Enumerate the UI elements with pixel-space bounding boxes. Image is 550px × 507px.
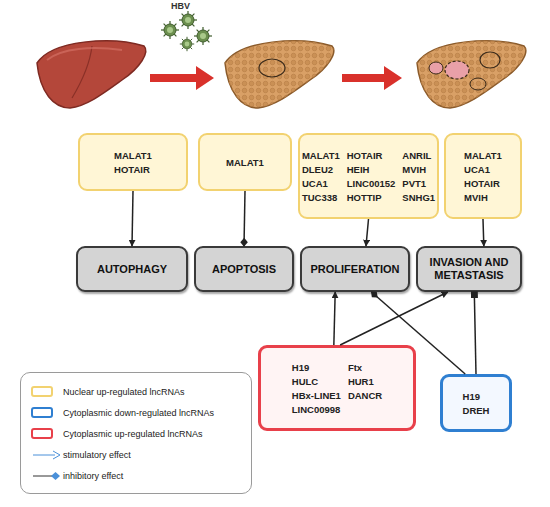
nuclear-lncrna-box: MALAT1 HOTAIR ANRIL DLEU2 HEIH MVIH UCA1 LINC00… <box>298 133 439 219</box>
lncrna-name: MALAT1 <box>464 150 502 161</box>
lncrna-name: HOTAIR <box>347 150 383 161</box>
nuclear-lncrna-box: MALAT1HOTAIR <box>78 133 188 191</box>
lncrna-name: Ftx <box>348 362 362 373</box>
legend-swatch <box>31 386 53 397</box>
lncrna-name: H19 <box>463 391 480 402</box>
stimulatory-sample <box>31 449 61 461</box>
lncrna-name: HOTTIP <box>347 192 382 203</box>
lncrna-list: H19 FtxHULC HUR1HBx-LINE1 DANCR LINC00998 <box>292 362 382 415</box>
process-box: INVASION AND METASTASIS <box>416 246 522 292</box>
nuclear-lncrna-box: MALAT1 <box>198 133 292 191</box>
nuclear-lncrna-box: MALAT1UCA1HOTAIR MVIH <box>444 133 522 219</box>
lncrna-list: MALAT1 HOTAIR ANRIL DLEU2 HEIH MVIH UCA1 LINC00… <box>302 150 435 203</box>
inhibitory-arrow <box>244 191 245 246</box>
legend-row: inhibitory effect <box>31 465 243 486</box>
liver-illustration <box>0 0 550 130</box>
legend-row: Cytoplasmic up-regulated lncRNAs <box>31 423 243 444</box>
lncrna-name: UCA1 <box>464 164 490 175</box>
legend-row: Cytoplasmic down-regulated lncRNAs <box>31 402 243 423</box>
process-box: AUTOPHAGY <box>76 246 188 292</box>
lncrna-list: MALAT1HOTAIR <box>114 150 152 175</box>
stimulatory-arrow <box>340 292 448 345</box>
lncrna-name: HBx-LINE1 <box>292 390 341 401</box>
legend-text: stimulatory effect <box>63 450 131 460</box>
hcc-liver <box>417 41 526 108</box>
inhibitory-sample <box>31 470 61 482</box>
cytoplasmic-up-box: H19 FtxHULC HUR1HBx-LINE1 DANCR LINC00998 <box>258 345 416 431</box>
legend-box: Nuclear up-regulated lncRNAsCytoplasmic … <box>20 372 252 494</box>
legend-text: Cytoplasmic up-regulated lncRNAs <box>63 429 203 439</box>
legend-row: stimulatory effect <box>31 444 243 465</box>
lncrna-name: HEIH <box>347 164 370 175</box>
legend-text: inhibitory effect <box>63 471 123 481</box>
lncrna-name: UCA1 <box>302 178 328 189</box>
legend-text: Cytoplasmic down-regulated lncRNAs <box>63 408 214 418</box>
inhibitory-arrow <box>372 292 466 374</box>
lncrna-name: HOTAIR <box>114 164 150 175</box>
lncrna-name: SNHG1 <box>402 192 435 203</box>
lncrna-name: HOTAIR <box>464 178 500 189</box>
process-label: APOPTOSIS <box>208 263 280 276</box>
process-label: AUTOPHAGY <box>93 263 171 276</box>
lncrna-name: MALAT1 <box>114 150 152 161</box>
lncrna-name: HUR1 <box>348 376 374 387</box>
lncrna-name: DLEU2 <box>302 164 333 175</box>
lncrna-name: LINC00152 <box>347 178 396 189</box>
lncrna-list: H19DREH <box>463 391 490 416</box>
process-box: APOPTOSIS <box>194 246 294 292</box>
lncrna-name: DANCR <box>348 390 382 401</box>
stimulatory-arrow <box>366 219 369 246</box>
lncrna-list: MALAT1 <box>226 157 264 168</box>
lncrna-name: MVIH <box>402 164 426 175</box>
lncrna-name: MALAT1 <box>302 150 340 161</box>
lncrna-name: MALAT1 <box>226 157 264 168</box>
legend-swatch <box>31 428 53 439</box>
lncrna-name: LINC00998 <box>292 404 341 415</box>
legend-swatch <box>31 407 53 418</box>
stimulatory-arrow <box>132 191 133 246</box>
lncrna-name: HULC <box>292 376 318 387</box>
process-label: PROLIFERATION <box>306 263 403 276</box>
legend-text: Nuclear up-regulated lncRNAs <box>63 387 185 397</box>
lncrna-name: DREH <box>463 405 490 416</box>
process-box: PROLIFERATION <box>300 246 410 292</box>
virus-label: HBV <box>171 1 190 11</box>
lncrna-name: H19 <box>292 362 309 373</box>
cytoplasmic-down-box: H19DREH <box>440 374 512 432</box>
process-label: INVASION AND METASTASIS <box>418 256 520 282</box>
inhibitory-arrow <box>474 292 476 374</box>
cirrhotic-liver <box>225 41 334 108</box>
lncrna-name: PVT1 <box>402 178 426 189</box>
legend-row: Nuclear up-regulated lncRNAs <box>31 381 243 402</box>
stimulatory-arrow <box>482 219 484 246</box>
lncrna-name: MVIH <box>464 192 488 203</box>
lncrna-list: MALAT1UCA1HOTAIR MVIH <box>464 150 502 203</box>
lncrna-name: TUC338 <box>302 192 337 203</box>
hbv-virus <box>161 11 212 51</box>
healthy-liver <box>37 41 146 108</box>
stimulatory-arrow <box>334 292 335 345</box>
lncrna-name: ANRIL <box>402 150 431 161</box>
